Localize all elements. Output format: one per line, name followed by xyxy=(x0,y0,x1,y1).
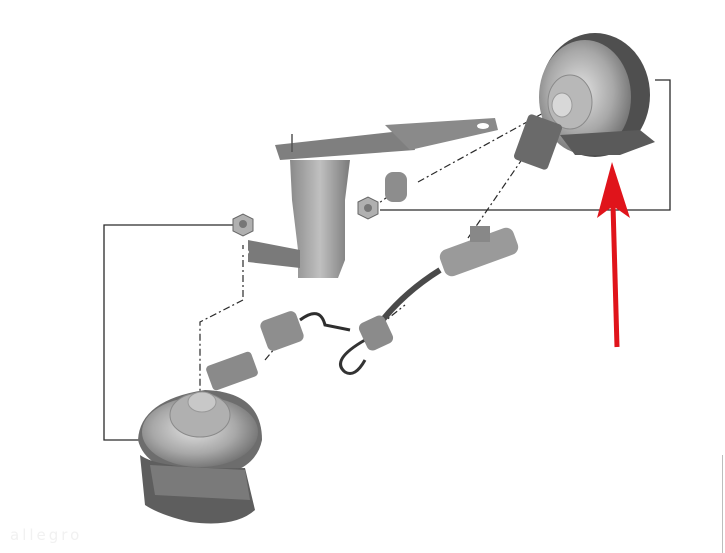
horn-high-tone xyxy=(514,33,655,170)
watermark-text: allegro xyxy=(10,526,83,544)
frame-lines xyxy=(103,79,671,441)
hex-nut-upper xyxy=(357,196,379,220)
edge-divider xyxy=(722,455,723,553)
horn-low-tone xyxy=(138,351,262,524)
hex-nut-lower xyxy=(232,213,254,237)
wiring-harness xyxy=(260,226,519,375)
red-arrow-pointer xyxy=(597,162,630,348)
mounting-bracket xyxy=(237,118,498,278)
